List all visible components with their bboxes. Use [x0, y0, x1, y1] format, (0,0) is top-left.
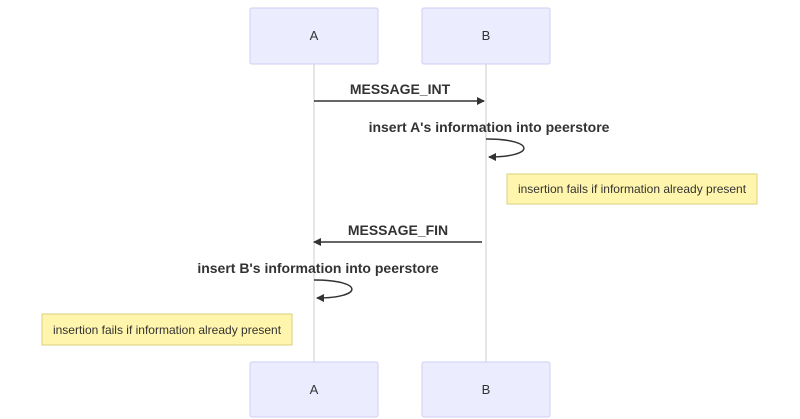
- note-b-text: insertion fails if information already p…: [518, 182, 747, 196]
- actor-b-bottom-label: B: [482, 382, 491, 397]
- note-a-text: insertion fails if information already p…: [53, 323, 282, 337]
- actor-a-top: A: [249, 7, 379, 65]
- message-fin-label: MESSAGE_FIN: [348, 222, 448, 238]
- message-int-label: MESSAGE_INT: [350, 81, 451, 97]
- actor-a-bottom: A: [249, 361, 379, 418]
- note-right-of-b: insertion fails if information already p…: [506, 173, 758, 205]
- self-message-b-arrow: [485, 138, 525, 161]
- message-a-to-b: MESSAGE_INT: [314, 81, 485, 105]
- actor-b-top: B: [421, 7, 551, 65]
- message-b-to-a: MESSAGE_FIN: [313, 222, 482, 246]
- actor-b-bottom: B: [421, 361, 551, 418]
- actor-b-top-label: B: [482, 28, 491, 43]
- self-message-a-label: insert B's information into peerstore: [197, 260, 439, 276]
- message-b-self: insert A's information into peerstore: [369, 119, 610, 161]
- actor-a-top-label: A: [310, 28, 319, 43]
- self-message-b-label: insert A's information into peerstore: [369, 119, 610, 135]
- message-a-self: insert B's information into peerstore: [197, 260, 439, 302]
- note-left-of-a: insertion fails if information already p…: [41, 313, 293, 346]
- actor-a-bottom-label: A: [310, 382, 319, 397]
- self-message-a-arrow: [313, 279, 353, 302]
